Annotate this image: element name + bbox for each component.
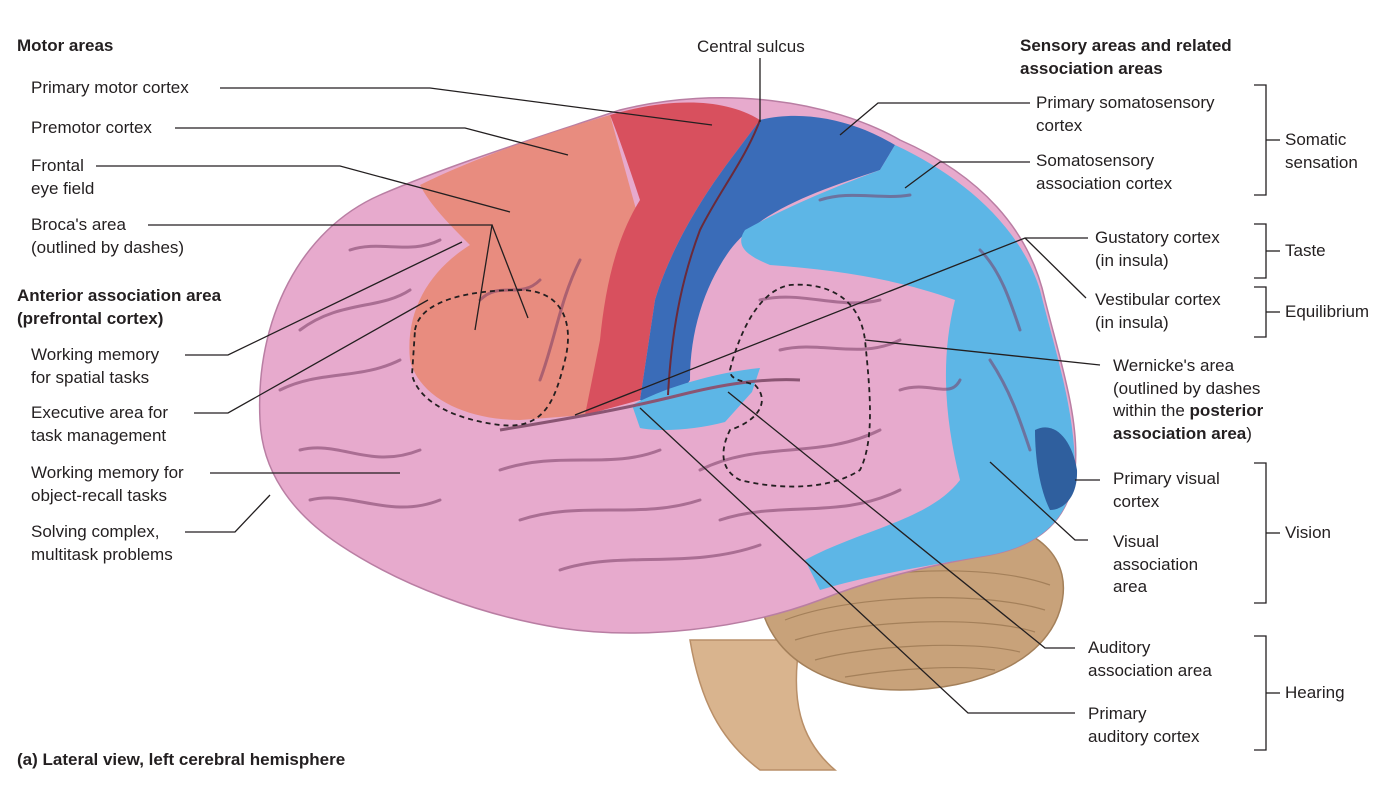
- label-primary-somatosensory-cortex: Primary somatosensory cortex: [1036, 92, 1215, 137]
- label-solving-complex-problems: Solving complex, multitask problems: [31, 521, 173, 566]
- label-gustatory-line2: (in insula): [1095, 250, 1169, 270]
- label-somatosensory-association-line2: association cortex: [1036, 173, 1173, 193]
- label-frontal-eye-field-line2: eye field: [31, 178, 95, 198]
- label-vestibular-line2: (in insula): [1095, 312, 1169, 332]
- label-central-sulcus: Central sulcus: [697, 37, 805, 56]
- label-executive-area-line1: Executive area for: [31, 403, 169, 422]
- label-gustatory-line1: Gustatory cortex: [1095, 228, 1220, 247]
- label-wernickes-area: Wernicke's area (outlined by dashes with…: [1113, 355, 1263, 445]
- label-working-memory-spatial-line1: Working memory: [31, 345, 160, 364]
- heading-motor-areas: Motor areas: [17, 36, 114, 55]
- heading-sensory-line2: association areas: [1020, 58, 1163, 78]
- label-frontal-eye-field-line1: Frontal: [31, 156, 84, 175]
- label-primary-visual-line2: cortex: [1113, 491, 1160, 511]
- group-somatic-sensation: Somatic sensation: [1285, 129, 1358, 174]
- group-hearing: Hearing: [1285, 683, 1345, 702]
- label-primary-somatosensory-line2: cortex: [1036, 115, 1083, 135]
- label-vestibular-cortex: Vestibular cortex (in insula): [1095, 289, 1221, 334]
- label-executive-area: Executive area for task management: [31, 402, 168, 447]
- figure-caption: (a) Lateral view, left cerebral hemisphe…: [17, 750, 346, 769]
- label-visual-association-line2: association: [1113, 554, 1199, 574]
- label-somatosensory-association-line1: Somatosensory: [1036, 151, 1155, 170]
- heading-anterior-line2: (prefrontal cortex): [17, 308, 164, 328]
- label-wernicke-line3: within the posterior: [1113, 401, 1264, 420]
- primary-motor-cortex-region: [585, 102, 760, 415]
- leader-lines-right: [574, 102, 1101, 714]
- label-executive-area-line2: task management: [31, 425, 167, 445]
- label-auditory-association-line2: association area: [1088, 660, 1212, 680]
- label-gustatory-cortex: Gustatory cortex (in insula): [1095, 227, 1220, 272]
- label-visual-association-line3: area: [1113, 577, 1148, 596]
- heading-sensory-line1: Sensory areas and related: [1020, 36, 1232, 55]
- group-somatic-line1: Somatic: [1285, 130, 1347, 149]
- brocas-area-outline: [411, 289, 569, 427]
- label-auditory-association-area: Auditory association area: [1088, 637, 1212, 682]
- label-visual-association-line1: Visual: [1113, 532, 1159, 551]
- label-wernicke-line2: (outlined by dashes: [1113, 378, 1261, 398]
- label-solving-complex-line2: multitask problems: [31, 544, 173, 564]
- label-working-memory-object-line2: object-recall tasks: [31, 485, 168, 505]
- brainstem: [689, 639, 838, 771]
- label-primary-visual-cortex: Primary visual cortex: [1113, 468, 1220, 513]
- label-primary-auditory-cortex: Primary auditory cortex: [1088, 703, 1200, 748]
- group-vision: Vision: [1285, 523, 1331, 542]
- label-brocas-area-line2: (outlined by dashes): [31, 237, 185, 257]
- label-solving-complex-line1: Solving complex,: [31, 522, 160, 541]
- primary-visual-cortex-region: [1035, 427, 1078, 510]
- label-visual-association-area: Visual association area: [1113, 531, 1198, 599]
- label-working-memory-object-line1: Working memory for: [31, 463, 184, 482]
- wernickes-area-outline: [722, 283, 871, 488]
- premotor-cortex-region: [409, 115, 650, 420]
- label-somatosensory-association-cortex: Somatosensory association cortex: [1036, 150, 1172, 195]
- central-sulcus-line: [667, 119, 761, 396]
- group-somatic-line2: sensation: [1285, 152, 1358, 172]
- label-vestibular-line1: Vestibular cortex: [1095, 290, 1221, 309]
- label-auditory-association-line1: Auditory: [1088, 638, 1151, 657]
- label-primary-auditory-line1: Primary: [1088, 704, 1147, 723]
- group-taste: Taste: [1285, 241, 1326, 260]
- label-working-memory-spatial: Working memory for spatial tasks: [31, 344, 159, 389]
- label-wernicke-line4: association area): [1113, 423, 1252, 443]
- group-equilibrium: Equilibrium: [1285, 302, 1370, 321]
- label-premotor-cortex: Premotor cortex: [31, 118, 152, 137]
- primary-somatosensory-cortex-region: [640, 115, 895, 410]
- label-primary-somatosensory-line1: Primary somatosensory: [1036, 93, 1215, 112]
- heading-anterior-line1: Anterior association area: [17, 286, 222, 305]
- heading-sensory-areas: Sensory areas and related association ar…: [1020, 35, 1232, 80]
- label-wernicke-line1: Wernicke's area: [1113, 356, 1235, 375]
- lateral-sulcus: [499, 378, 801, 432]
- gyri-texture: [278, 193, 1032, 572]
- label-primary-visual-line1: Primary visual: [1113, 469, 1220, 488]
- label-primary-motor-cortex: Primary motor cortex: [31, 78, 189, 97]
- label-working-memory-object: Working memory for object-recall tasks: [31, 462, 184, 507]
- group-brackets: [1254, 84, 1280, 751]
- label-brocas-area-line1: Broca's area: [31, 215, 126, 234]
- label-brocas-area: Broca's area (outlined by dashes): [31, 214, 184, 259]
- somatosensory-association-region: [741, 145, 1075, 590]
- heading-anterior-association: Anterior association area (prefrontal co…: [17, 285, 221, 330]
- label-primary-auditory-line2: auditory cortex: [1088, 726, 1200, 746]
- label-frontal-eye-field: Frontal eye field: [31, 155, 94, 200]
- leader-lines-left: [96, 87, 713, 533]
- label-working-memory-spatial-line2: for spatial tasks: [31, 367, 150, 387]
